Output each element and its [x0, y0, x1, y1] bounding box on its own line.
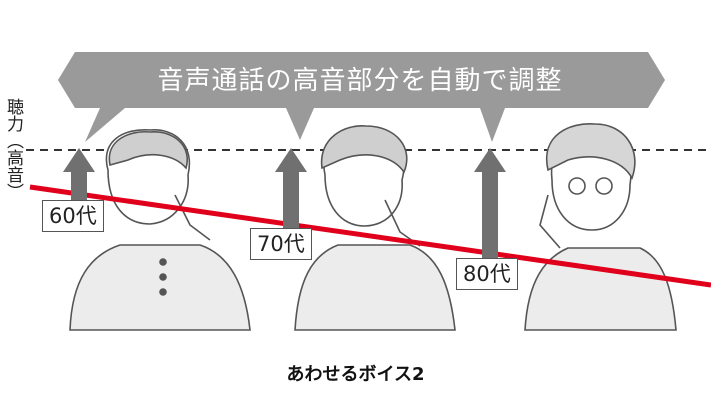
up-arrow-icon: [275, 148, 307, 242]
age-label-70s: 70代: [250, 228, 312, 260]
callout-text: 音声通話の高音部分を自動で調整: [157, 66, 562, 96]
up-arrow-icon: [474, 148, 506, 260]
person-70s-illustration: [294, 125, 456, 331]
age-label-60s: 60代: [42, 200, 104, 232]
callout-banner: 音声通話の高音部分を自動で調整: [58, 52, 665, 142]
age-label-80s: 80代: [456, 258, 518, 290]
y-axis-label: 聴力（高音）: [3, 98, 23, 200]
hearing-curve: [29, 184, 711, 288]
product-name: あわせるボイス2: [286, 364, 425, 385]
person-80s-illustration: [524, 123, 677, 331]
person-60s-illustration: [69, 129, 251, 331]
